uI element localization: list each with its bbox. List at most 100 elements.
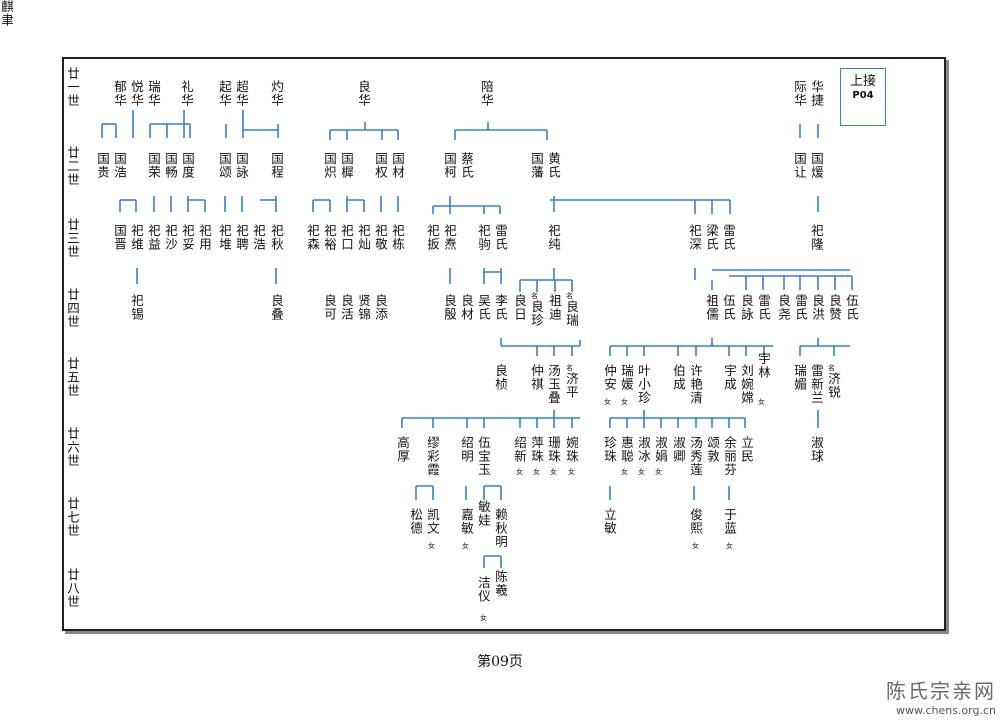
person-name: 祀维 [129,224,144,251]
person-name: 惠聪 [619,436,634,463]
annotation-mark: 女 [692,542,699,550]
continuation-line2: P04 [852,90,874,101]
person-name: 祀敬 [373,224,388,251]
person-name: 祀锡 [129,294,144,321]
person-name: 灼华 [269,80,284,107]
person-name: 祀深 [687,224,702,251]
watermark: 陈氏宗亲网 www.chens.org.cn [886,675,996,717]
person-name: 黄氏 [546,152,561,179]
person-name: 际华 [792,80,807,107]
person-name: 伍氏 [844,294,859,321]
person-name: 良殷 [442,294,457,321]
generation-label: 廿六世 [65,427,80,468]
continuation-box: 上接 P04 [840,68,886,126]
person-name: 祀益 [146,224,161,251]
person-name: 雷氏 [756,294,771,321]
person-name: 良日 [512,294,527,321]
annotation-mark: 名 [566,292,573,300]
person-name: 余丽芬 [722,436,737,477]
person-name: 国煖 [809,152,824,179]
person-name: 立敏 [602,508,617,535]
person-name: 雷氏 [493,224,508,251]
person-name: 礼华 [179,80,194,107]
person-name: 良詠 [739,294,754,321]
continuation-line1: 上接 [849,74,876,89]
annotation-mark: 女 [550,468,557,476]
person-name: 贤锦 [356,294,371,321]
person-name: 国樨 [339,152,354,179]
person-name: 李氏 [493,294,508,321]
person-name: 国让 [792,152,807,179]
person-name: 超华 [234,80,249,107]
person-name: 起华 [217,80,232,107]
person-name: 良活 [339,294,354,321]
person-name: 赖秋明 [493,508,508,549]
person-name: 国权 [373,152,388,179]
person-name: 洁仪 [476,576,491,603]
watermark-title: 陈氏宗亲网 [886,679,996,703]
person-name: 国荣 [146,152,161,179]
person-name: 伯成 [671,364,686,391]
annotation-mark: 女 [568,468,575,476]
person-name: 国浩 [112,152,127,179]
generation-label: 廿八世 [65,568,80,609]
person-name: 祀焘 [442,224,457,251]
annotation-mark: 名 [531,292,538,300]
person-name: 绍新 [512,436,527,463]
person-name: 陪华 [479,80,494,107]
person-name: 祀隆 [809,224,824,251]
watermark-url: www.chens.org.cn [895,704,996,717]
annotation-mark: 女 [621,398,628,406]
person-name: 良洪 [810,294,825,321]
annotation-mark: 女 [638,468,645,476]
person-name: 凯文 [425,508,440,535]
person-name: 瑞媛 [619,364,634,391]
person-name: 祀浩 [251,224,266,251]
annotation-mark: 名 [566,364,573,372]
person-name: 许艳清 [688,364,703,405]
annotation-mark: 女 [655,468,662,476]
person-name: 悦华 [129,80,144,107]
person-name: 国炽 [322,152,337,179]
person-name: 祀扳 [425,224,440,251]
person-name: 仲安 [602,364,617,391]
person-name: 淑卿 [671,436,686,463]
person-name: 嘉敏 [459,508,474,535]
person-name: 珍珠 [602,436,617,463]
person-name: 良桢 [493,364,508,391]
person-name: 良可 [322,294,337,321]
person-name: 瑞媚 [792,364,807,391]
annotation-mark: 女 [726,542,733,550]
generation-label: 廿三世 [65,218,80,259]
person-name: 祀妥 [180,224,195,251]
person-name: 颂敦 [705,436,720,463]
person-name: 于蓝 [722,508,737,535]
annotation-mark: 女 [758,398,765,406]
person-name: 俊熙 [688,508,703,535]
person-name: 敏娃 [476,500,491,527]
person-name: 立民 [739,436,754,463]
person-name: 祀秋 [269,224,284,251]
person-name: 祀栋 [390,224,405,251]
person-name: 良瑞 [564,300,579,327]
person-name: 国詠 [234,152,249,179]
person-name: 珊珠 [546,436,561,463]
person-name: 祖迪 [547,294,562,321]
person-name: 宇成 [722,364,737,391]
person-name: 淑冰 [636,436,651,463]
annotation-mark: 女 [604,398,611,406]
generation-label: 廿五世 [65,357,80,398]
person-name: 雷新兰 [809,364,824,405]
person-name: 淑球 [809,436,824,463]
person-name: 祖儒 [704,294,719,321]
person-name: 良添 [373,294,388,321]
person-name: 高厚 [395,436,410,463]
person-name: 陈羲 [493,570,508,597]
person-name: 良叠 [269,294,284,321]
person-name: 汤秀莲 [688,436,703,477]
annotation-mark: 女 [462,542,469,550]
tree-frame [62,57,946,631]
person-name: 蔡氏 [459,152,474,179]
annotation-mark: 女 [621,468,628,476]
